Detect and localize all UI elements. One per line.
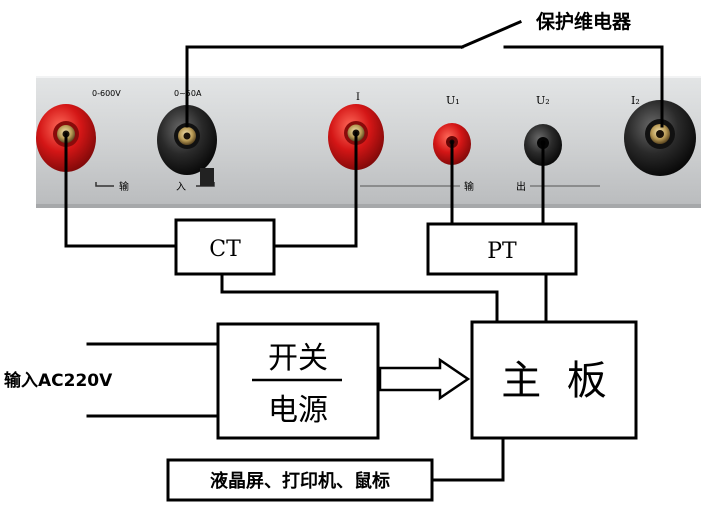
- wire-relay-left: [185, 45, 464, 128]
- input-char-1: 输: [119, 180, 129, 193]
- wire-ct-to-output: [272, 131, 358, 248]
- power-to-mainboard-arrow: [378, 357, 471, 401]
- panel-bottom-edge: [36, 204, 701, 208]
- mainboard-label: 主 板: [501, 358, 606, 404]
- mainboard-box: [470, 320, 638, 440]
- pt-box: [426, 222, 578, 276]
- ac-input-label: 输入AC220V: [4, 370, 113, 391]
- relay-label: 保护维电器: [535, 10, 632, 33]
- terminal-i2-label: I₂: [631, 94, 640, 107]
- power-label-line2: 电源: [268, 393, 328, 428]
- terminal-i1-label: I: [356, 92, 360, 103]
- black-terminal-input-current: [157, 105, 217, 186]
- terminal-u1-label: U₁: [446, 94, 460, 107]
- black-terminal-output-i2: [624, 100, 696, 176]
- wire-relay-right: [503, 45, 664, 128]
- output-char-2: 出: [516, 180, 526, 193]
- relay-switch-blade: [460, 20, 522, 49]
- peripherals-box: [166, 458, 434, 502]
- terminal-u2-label: U₂: [536, 94, 550, 107]
- output-char-1: 输: [464, 180, 474, 193]
- ct-label: CT: [209, 237, 241, 262]
- ct-box: [174, 218, 276, 276]
- peripherals-label: 液晶屏、打印机、鼠标: [210, 470, 390, 492]
- range-v-label: 0-600V: [92, 89, 121, 98]
- panel-top-highlight: [36, 76, 701, 78]
- input-char-2: 入: [176, 182, 186, 193]
- wiring: [64, 20, 664, 482]
- instrument-panel: 0-600V 0~50A I U₁ U₂ I₂ 输 入 输 出: [36, 76, 701, 208]
- power-label-line1: 开关: [268, 341, 328, 376]
- wire-mainboard-to-peripherals: [430, 436, 505, 482]
- input-bracket-left: [95, 182, 114, 187]
- wire-input-to-ct: [64, 132, 178, 248]
- pt-label: PT: [487, 239, 517, 264]
- wire-ct-to-mainboard: [220, 272, 499, 324]
